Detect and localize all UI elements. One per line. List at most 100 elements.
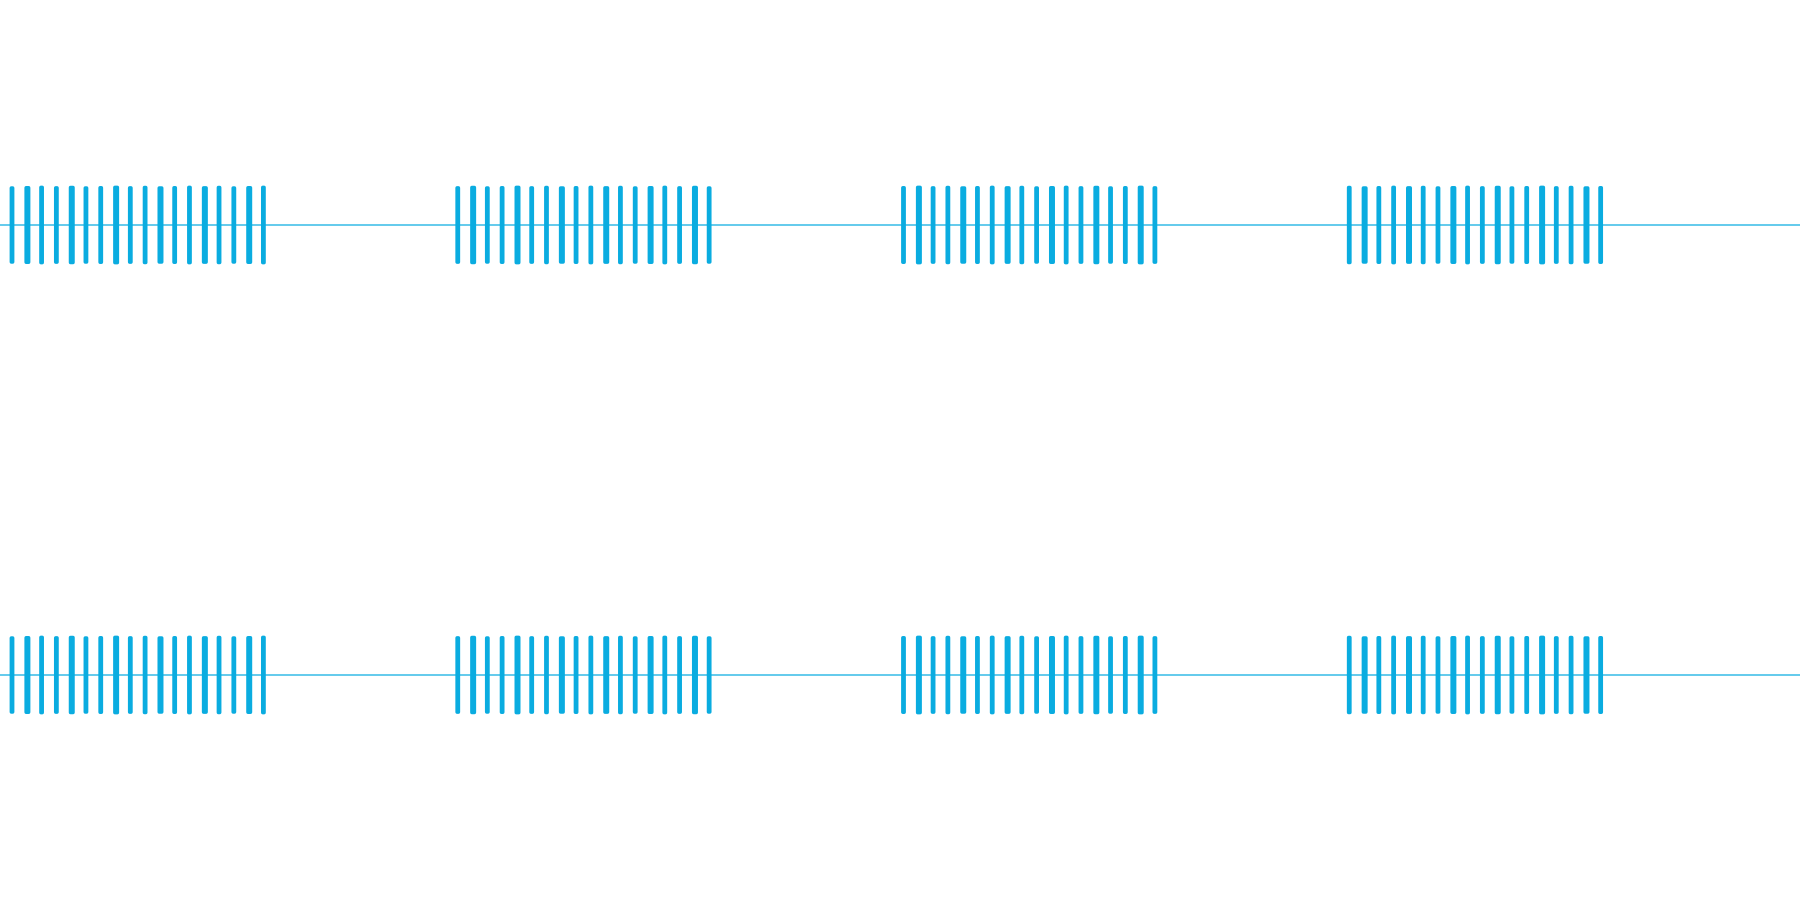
waveform-pulse bbox=[231, 636, 237, 714]
waveform-pulse bbox=[499, 635, 505, 715]
waveform-pulse bbox=[1108, 636, 1113, 714]
waveform-burst bbox=[901, 635, 1158, 715]
waveform-channel-1 bbox=[0, 185, 1800, 265]
waveform-pulse bbox=[1450, 635, 1457, 715]
waveform-pulse bbox=[989, 635, 995, 715]
waveform-pulse bbox=[1598, 185, 1604, 265]
waveform-pulse bbox=[588, 185, 594, 265]
waveform-pulse bbox=[1346, 635, 1352, 715]
waveform-pulse bbox=[1078, 636, 1084, 714]
waveform-pulse bbox=[647, 635, 654, 715]
waveform-pulse bbox=[989, 185, 995, 265]
waveform-burst bbox=[9, 185, 266, 265]
waveform-pulse bbox=[975, 185, 980, 265]
waveform-pulse bbox=[9, 186, 15, 264]
waveform-pulse bbox=[1093, 185, 1100, 265]
waveform-pulse bbox=[470, 635, 477, 715]
waveform-pulse bbox=[706, 186, 712, 264]
waveform-pulse bbox=[901, 635, 906, 715]
waveform-pulse bbox=[1391, 185, 1397, 265]
waveform-pulse bbox=[1361, 636, 1368, 714]
waveform-pulse bbox=[1376, 185, 1382, 265]
waveform-pulse bbox=[1524, 635, 1530, 715]
waveform-pulse bbox=[127, 186, 133, 264]
waveform-pulse bbox=[231, 186, 237, 264]
waveform-pulse bbox=[484, 636, 490, 714]
waveform-pulse bbox=[573, 185, 579, 265]
waveform-pulse bbox=[201, 636, 208, 714]
waveform-pulse bbox=[632, 186, 638, 264]
waveform-pulse bbox=[261, 635, 266, 715]
waveform-pulse bbox=[618, 635, 623, 715]
waveform-pulse bbox=[53, 636, 59, 714]
waveform-burst bbox=[455, 185, 712, 265]
waveform-pulse bbox=[1435, 636, 1441, 714]
waveform-pulse bbox=[662, 185, 668, 265]
waveform-pulse bbox=[514, 635, 521, 715]
waveform-pulse bbox=[1063, 635, 1069, 715]
waveform-pulse bbox=[1108, 186, 1113, 264]
waveform-burst bbox=[1346, 635, 1604, 715]
waveform-pulse bbox=[1420, 185, 1426, 265]
waveform-pulse bbox=[529, 636, 535, 714]
waveform-pulse bbox=[1479, 636, 1485, 714]
waveform-pulse bbox=[1494, 185, 1501, 265]
waveform-pulse bbox=[1553, 636, 1559, 714]
waveform-pulse bbox=[484, 186, 490, 264]
waveform-pulse bbox=[98, 635, 104, 715]
waveform-pulse bbox=[1078, 186, 1084, 264]
waveform-pulse bbox=[455, 636, 461, 714]
waveform-pulse bbox=[1568, 635, 1574, 715]
waveform-pulse bbox=[261, 185, 266, 265]
waveform-pulse bbox=[677, 186, 682, 264]
waveform-pulse bbox=[662, 635, 668, 715]
waveform-pulse bbox=[573, 635, 579, 715]
waveform-pulse bbox=[691, 185, 698, 265]
waveform-pulse bbox=[588, 635, 594, 715]
waveform-pulse bbox=[1152, 186, 1158, 264]
waveform-pulse bbox=[216, 185, 222, 265]
waveform-burst bbox=[1346, 185, 1604, 265]
waveform-pulse bbox=[83, 636, 89, 714]
waveform-pulse bbox=[53, 186, 59, 264]
waveform-pulse bbox=[142, 185, 148, 265]
waveform-pulse bbox=[1406, 186, 1412, 264]
waveform-pulse bbox=[618, 185, 623, 265]
waveform-pulse bbox=[1137, 185, 1144, 265]
waveform-pulse bbox=[1346, 185, 1352, 265]
waveform-pulse bbox=[216, 635, 222, 715]
waveform-pulse bbox=[142, 635, 148, 715]
waveform-burst bbox=[9, 635, 266, 715]
waveform-pulse bbox=[1509, 636, 1515, 714]
waveform-pulse bbox=[960, 186, 967, 264]
waveform-pulse bbox=[901, 185, 906, 265]
waveform-pulse bbox=[706, 636, 712, 714]
waveform-burst bbox=[455, 635, 712, 715]
waveform-pulse bbox=[975, 635, 980, 715]
waveform-pulse bbox=[544, 635, 549, 715]
waveform-pulse bbox=[68, 185, 75, 265]
waveform-pulse bbox=[647, 185, 654, 265]
waveform-pulse bbox=[1152, 636, 1158, 714]
waveform-pulse bbox=[172, 185, 178, 265]
waveform-pulse bbox=[1391, 635, 1397, 715]
waveform-pulse bbox=[1568, 185, 1574, 265]
waveform-burst bbox=[901, 185, 1158, 265]
waveform-pulse bbox=[1004, 636, 1011, 714]
waveform-pulse bbox=[455, 186, 461, 264]
waveform-pulse bbox=[1034, 636, 1039, 714]
waveform-pulse bbox=[246, 185, 253, 265]
waveform-pulse bbox=[603, 636, 610, 714]
waveform-pulse bbox=[1539, 185, 1546, 265]
waveform-pulse bbox=[24, 635, 31, 715]
waveform-pulse bbox=[915, 185, 922, 265]
waveform-pulse bbox=[1406, 636, 1412, 714]
waveform-pulse bbox=[930, 636, 936, 714]
waveform-pulse bbox=[9, 636, 15, 714]
waveform-pulse bbox=[1583, 186, 1590, 264]
waveform-pulse bbox=[1122, 185, 1128, 265]
waveform-pulse bbox=[68, 635, 75, 715]
waveform-pulse bbox=[1553, 186, 1559, 264]
waveform-pulse bbox=[98, 185, 104, 265]
